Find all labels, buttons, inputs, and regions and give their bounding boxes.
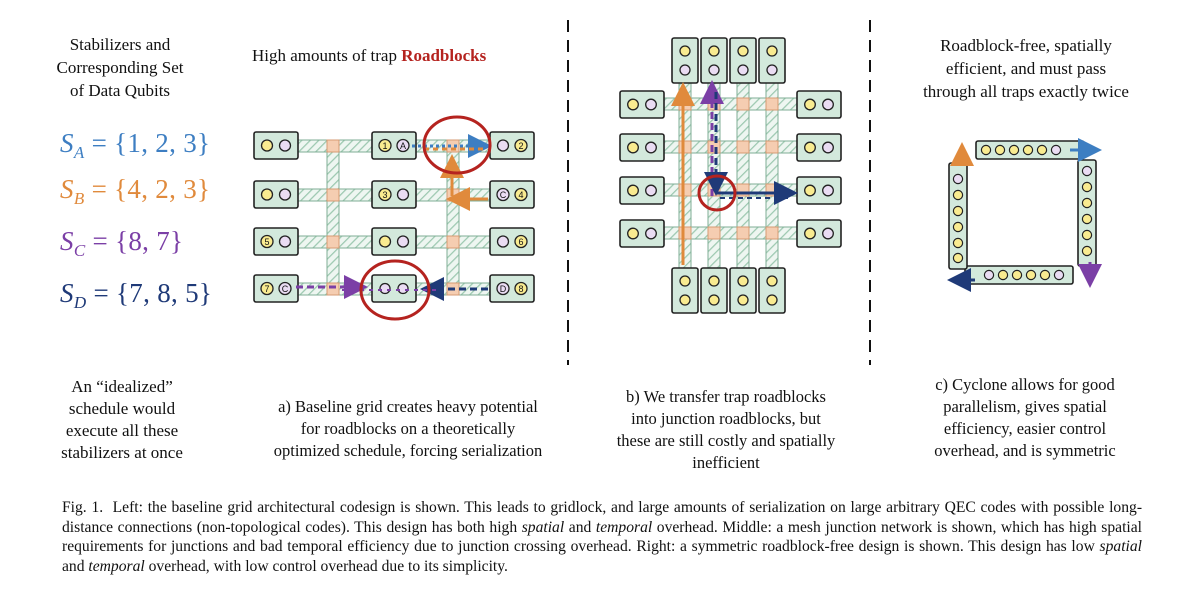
caption-line: b) We transfer trap roadblocks bbox=[626, 387, 826, 406]
stabilizer-set: = {1, 2, 3} bbox=[91, 128, 211, 158]
caption-line: c) Cyclone allows for good bbox=[935, 375, 1115, 394]
caption-line: overhead, and is symmetric bbox=[934, 441, 1116, 460]
panel-b-mesh bbox=[619, 37, 842, 314]
caption-label: Fig. 1. bbox=[62, 499, 104, 516]
caption-line: into junction roadblocks, but bbox=[631, 409, 821, 428]
panel-a-caption: a) Baseline grid creates heavy potential… bbox=[240, 396, 576, 462]
caption-line: An “idealized” bbox=[71, 377, 173, 396]
ion-label: 8 bbox=[518, 284, 523, 294]
caption-line: optimized schedule, forcing serializatio… bbox=[273, 441, 543, 460]
caption-line: a) Baseline grid creates heavy potential bbox=[278, 397, 538, 416]
ion-label: 5 bbox=[264, 237, 269, 247]
heading-line: Roadblock-free, spatially bbox=[940, 36, 1112, 55]
stabilizer-letter: S bbox=[60, 128, 74, 158]
heading-line: of Data Qubits bbox=[69, 81, 171, 100]
stabilizer-sub: B bbox=[73, 189, 85, 208]
figure-diagram: 1 A 2 3 C 4 5 6 7 C D 8 bbox=[253, 20, 1102, 365]
caption-line: execute all these bbox=[65, 421, 179, 440]
stabilizer-letter: S bbox=[60, 226, 74, 256]
figure-caption: Fig. 1. Left: the baseline grid architec… bbox=[62, 498, 1142, 576]
caption-line: these are still costly and spatially bbox=[616, 431, 836, 450]
ion-label: 7 bbox=[264, 284, 269, 294]
caption-text: overhead. Middle: a mesh junction networ… bbox=[62, 518, 1142, 556]
caption-text: Left: the baseline grid architectural co… bbox=[62, 499, 1143, 536]
panel-a-title-highlight: Roadblocks bbox=[401, 46, 487, 65]
ion-label: D bbox=[500, 284, 507, 294]
stabilizer-letter: S bbox=[60, 174, 74, 204]
ion-label: 1 bbox=[382, 141, 387, 151]
panel-c-heading: Roadblock-free, spatially efficient, and… bbox=[908, 34, 1144, 103]
caption-emphasis: temporal bbox=[595, 518, 653, 536]
panel-a-title: High amounts of trap Roadblocks bbox=[252, 46, 486, 66]
ion-label: 6 bbox=[518, 237, 523, 247]
roadblock-marker bbox=[697, 174, 737, 212]
stabilizer-a: SA = {1, 2, 3} bbox=[60, 128, 210, 163]
caption-line: parallelism, gives spatial bbox=[943, 397, 1107, 416]
ion-label: C bbox=[282, 284, 289, 294]
heading-line: Corresponding Set bbox=[56, 58, 184, 77]
caption-line: schedule would bbox=[68, 399, 176, 418]
stabilizer-set: = {4, 2, 3} bbox=[91, 174, 211, 204]
ion-label: 3 bbox=[382, 190, 387, 200]
stabilizer-set: = {7, 8, 5} bbox=[93, 278, 213, 308]
panel-a-title-prefix: High amounts of trap bbox=[252, 46, 402, 65]
stabilizer-sub: D bbox=[73, 293, 87, 312]
heading-line: Stabilizers and bbox=[69, 35, 171, 54]
stabilizer-b: SB = {4, 2, 3} bbox=[60, 174, 210, 209]
left-caption: An “idealized” schedule would execute al… bbox=[42, 376, 202, 464]
stabilizer-sub: C bbox=[73, 241, 86, 260]
roadblock-marker bbox=[359, 259, 431, 321]
caption-emphasis: spatial bbox=[1099, 538, 1142, 555]
caption-emphasis: temporal bbox=[88, 557, 145, 575]
caption-emphasis: spatial bbox=[521, 518, 565, 536]
stabilizer-d: SD = {7, 8, 5} bbox=[60, 278, 212, 313]
caption-line: efficiency, easier control bbox=[943, 419, 1107, 438]
stabilizer-set: = {8, 7} bbox=[92, 226, 184, 256]
caption-text: overhead, with low control overhead due … bbox=[144, 557, 508, 575]
heading-line: through all traps exactly twice bbox=[923, 82, 1129, 101]
caption-line: for roadblocks on a theoretically bbox=[300, 419, 516, 438]
panel-b-caption: b) We transfer trap roadblocks into junc… bbox=[588, 386, 864, 474]
ion-label: A bbox=[400, 141, 406, 151]
ion-label: 4 bbox=[518, 190, 523, 200]
panel-c-ring bbox=[947, 138, 1102, 292]
caption-line: stabilizers at once bbox=[61, 443, 183, 462]
stabilizers-heading: Stabilizers and Corresponding Set of Dat… bbox=[40, 33, 200, 102]
caption-text: and bbox=[62, 557, 89, 575]
caption-text: and bbox=[564, 518, 596, 536]
stabilizer-c: SC = {8, 7} bbox=[60, 226, 183, 261]
panel-a-grid: 1 A 2 3 C 4 5 6 7 C D 8 bbox=[253, 115, 535, 321]
heading-line: efficient, and must pass bbox=[945, 59, 1107, 78]
roadblock-marker bbox=[422, 115, 492, 175]
stabilizer-letter: S bbox=[60, 278, 74, 308]
stabilizer-sub: A bbox=[73, 143, 85, 162]
ion-label: 2 bbox=[518, 141, 523, 151]
ion-label: C bbox=[500, 190, 507, 200]
panel-c-caption: c) Cyclone allows for good parallelism, … bbox=[900, 374, 1150, 462]
caption-line: inefficient bbox=[692, 453, 760, 472]
